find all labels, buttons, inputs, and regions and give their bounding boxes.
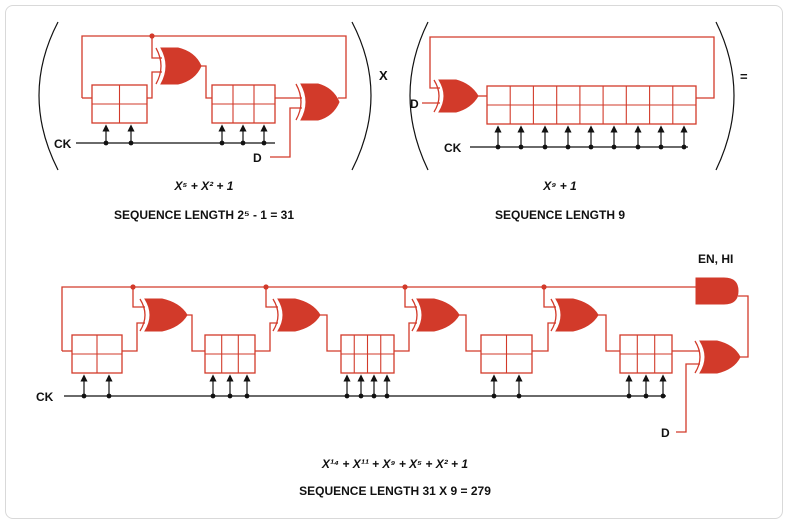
xor-gate xyxy=(155,47,202,85)
shift-register-3bit xyxy=(619,334,673,374)
ck-label: CK xyxy=(36,390,54,404)
sequence-length-label: SEQUENCE LENGTH 2⁵ - 1 = 31 xyxy=(114,208,294,222)
d-label: D xyxy=(661,426,670,440)
sequence-length-label: SEQUENCE LENGTH 31 X 9 = 279 xyxy=(299,484,491,498)
ck-label: CK xyxy=(54,137,72,151)
clock-taps xyxy=(80,374,667,399)
xor-gate xyxy=(411,298,460,332)
left-paren-close xyxy=(351,21,372,171)
d-label: D xyxy=(253,151,262,165)
shift-register-2bit xyxy=(91,84,148,124)
equals-sign: = xyxy=(740,69,748,84)
shift-register-9bit xyxy=(486,85,697,125)
polynomial-expression: X⁹ + 1 xyxy=(542,179,577,193)
enable-label: EN, HI xyxy=(698,252,733,266)
shift-register-3bit xyxy=(211,84,276,124)
right-paren-open xyxy=(409,21,429,171)
figure-frame xyxy=(5,5,783,519)
right-paren-close xyxy=(715,21,735,171)
shift-register-4bit xyxy=(340,334,395,374)
sequence-length-label: SEQUENCE LENGTH 9 xyxy=(495,208,625,222)
combined-lfsr: EN, HI CK D X¹⁴ + X xyxy=(36,252,749,498)
shift-register-2bit xyxy=(480,334,533,374)
top-right-lfsr: CK D X⁹ + 1 SEQUENCE LENGTH 9 xyxy=(409,21,735,222)
xor-gate xyxy=(272,298,321,332)
xor-gate xyxy=(550,298,599,332)
multiply-sign: X xyxy=(379,68,388,83)
xor-gate xyxy=(433,79,479,113)
shift-register-3bit xyxy=(204,334,256,374)
ck-label: CK xyxy=(444,141,462,155)
clock-taps xyxy=(102,124,268,146)
top-left-lfsr: CK D X⁵ + X² + 1 SEQUENCE LENGTH 2⁵ - 1 … xyxy=(38,21,372,222)
xor-gate xyxy=(295,83,340,121)
polynomial-expression: X¹⁴ + X¹¹ + X⁹ + X⁵ + X² + 1 xyxy=(321,457,468,471)
xor-gate xyxy=(139,298,188,332)
shift-register-2bit xyxy=(71,334,123,374)
polynomial-expression: X⁵ + X² + 1 xyxy=(174,179,234,193)
d-label: D xyxy=(410,97,419,111)
xor-gate xyxy=(694,340,741,374)
enable-gate xyxy=(695,277,739,305)
left-paren-open xyxy=(38,21,59,171)
clock-taps xyxy=(494,125,688,150)
